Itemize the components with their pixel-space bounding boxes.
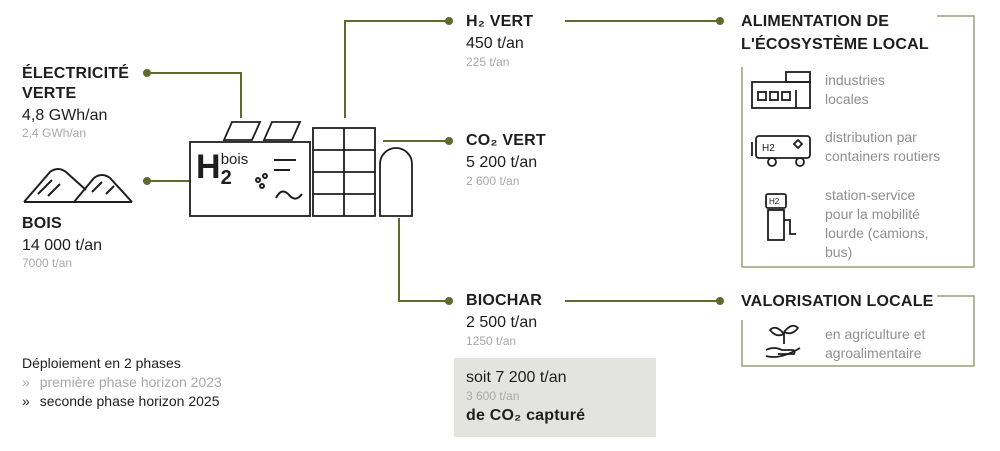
deployment-phase1: » première phase horizon 2023 (22, 373, 222, 392)
deployment-phase2: » seconde phase horizon 2025 (22, 392, 220, 411)
co2-sub: 2 600 t/an (466, 174, 520, 188)
ecosystem-item3-line2: pour la mobilité (825, 206, 920, 222)
ecosystem-title-line2: L'ÉCOSYSTÈME LOCAL (741, 36, 929, 53)
svg-text:H2: H2 (762, 143, 775, 154)
electricity-connector (147, 72, 242, 118)
plant-illustration-icon (189, 121, 413, 217)
plant-logo: H2bois (196, 150, 259, 191)
svg-text:H2: H2 (769, 197, 780, 206)
factory-icon (751, 71, 811, 109)
phase2-text: seconde phase horizon 2025 (39, 393, 220, 409)
valorisation-item-line2: agroalimentaire (825, 345, 922, 361)
h2-sub: 225 t/an (466, 55, 510, 69)
h2-connector (344, 20, 449, 118)
ecosystem-item1-line1: industries (825, 72, 885, 88)
ecosystem-item2-line1: distribution par (825, 129, 917, 145)
wood-value: 14 000 t/an (22, 237, 103, 254)
ecosystem-title-line1: ALIMENTATION DE (741, 13, 890, 30)
biochar-sub: 1250 t/an (466, 334, 517, 348)
biochar-connector (398, 218, 449, 302)
electricity-title-line2: VERTE (22, 85, 77, 102)
phase1-bullet: » (22, 374, 30, 390)
wood-sub: 7000 t/an (22, 256, 73, 270)
ecosystem-item3-line1: station-service (825, 187, 916, 203)
electricity-value: 4,8 GWh/an (22, 107, 108, 124)
ecosystem-item2-line2: containers routiers (825, 148, 941, 164)
fuel-station-icon: H2 (765, 193, 796, 241)
wood-title: BOIS (22, 215, 62, 232)
h2-title: H₂ VERT (466, 13, 534, 30)
ecosystem-item3-line3: lourde (camions, (825, 225, 929, 241)
electricity-sub: 2,4 GWh/an (22, 126, 87, 140)
co2-dot (445, 137, 453, 145)
capture-line3: de CO₂ capturé (466, 407, 586, 424)
valorisation-dot (716, 297, 724, 305)
ecosystem-dot (716, 17, 724, 25)
wood-dot (143, 177, 151, 185)
phase1-text: première phase horizon 2023 (39, 374, 222, 390)
ecosystem-bracket (741, 15, 975, 268)
plant-logo-bois: bois (220, 151, 249, 168)
capture-box: soit 7 200 t/an 3 600 t/an de CO₂ captur… (454, 358, 656, 437)
plant-logo-2: 2 (220, 167, 232, 189)
plant-logo-h: H (196, 148, 221, 186)
co2-title: CO₂ VERT (466, 132, 546, 149)
co2-value: 5 200 t/an (466, 154, 538, 171)
h2-dot (445, 17, 453, 25)
biochar-title: BIOCHAR (466, 292, 543, 309)
truck-icon: H2 (751, 135, 811, 167)
wood-pile-icon (23, 168, 133, 203)
electricity-title-line1: ÉLECTRICITÉ (22, 65, 130, 82)
capture-line2: 3 600 t/an (466, 389, 520, 403)
valorisation-item-line1: en agriculture et (825, 326, 926, 342)
ecosystem-item3-line4: bus) (825, 244, 853, 260)
electricity-dot (143, 69, 151, 77)
h2-value: 450 t/an (466, 35, 524, 52)
biochar-value: 2 500 t/an (466, 314, 538, 331)
biochar-dot (445, 297, 453, 305)
capture-line1: soit 7 200 t/an (466, 369, 567, 386)
valorisation-title: VALORISATION LOCALE (741, 293, 934, 310)
plant-hand-icon (765, 324, 801, 358)
valorisation-bracket (741, 295, 975, 367)
phase2-bullet: » (22, 393, 30, 409)
deployment-title: Déploiement en 2 phases (22, 355, 181, 371)
ecosystem-item1-line2: locales (825, 91, 869, 107)
